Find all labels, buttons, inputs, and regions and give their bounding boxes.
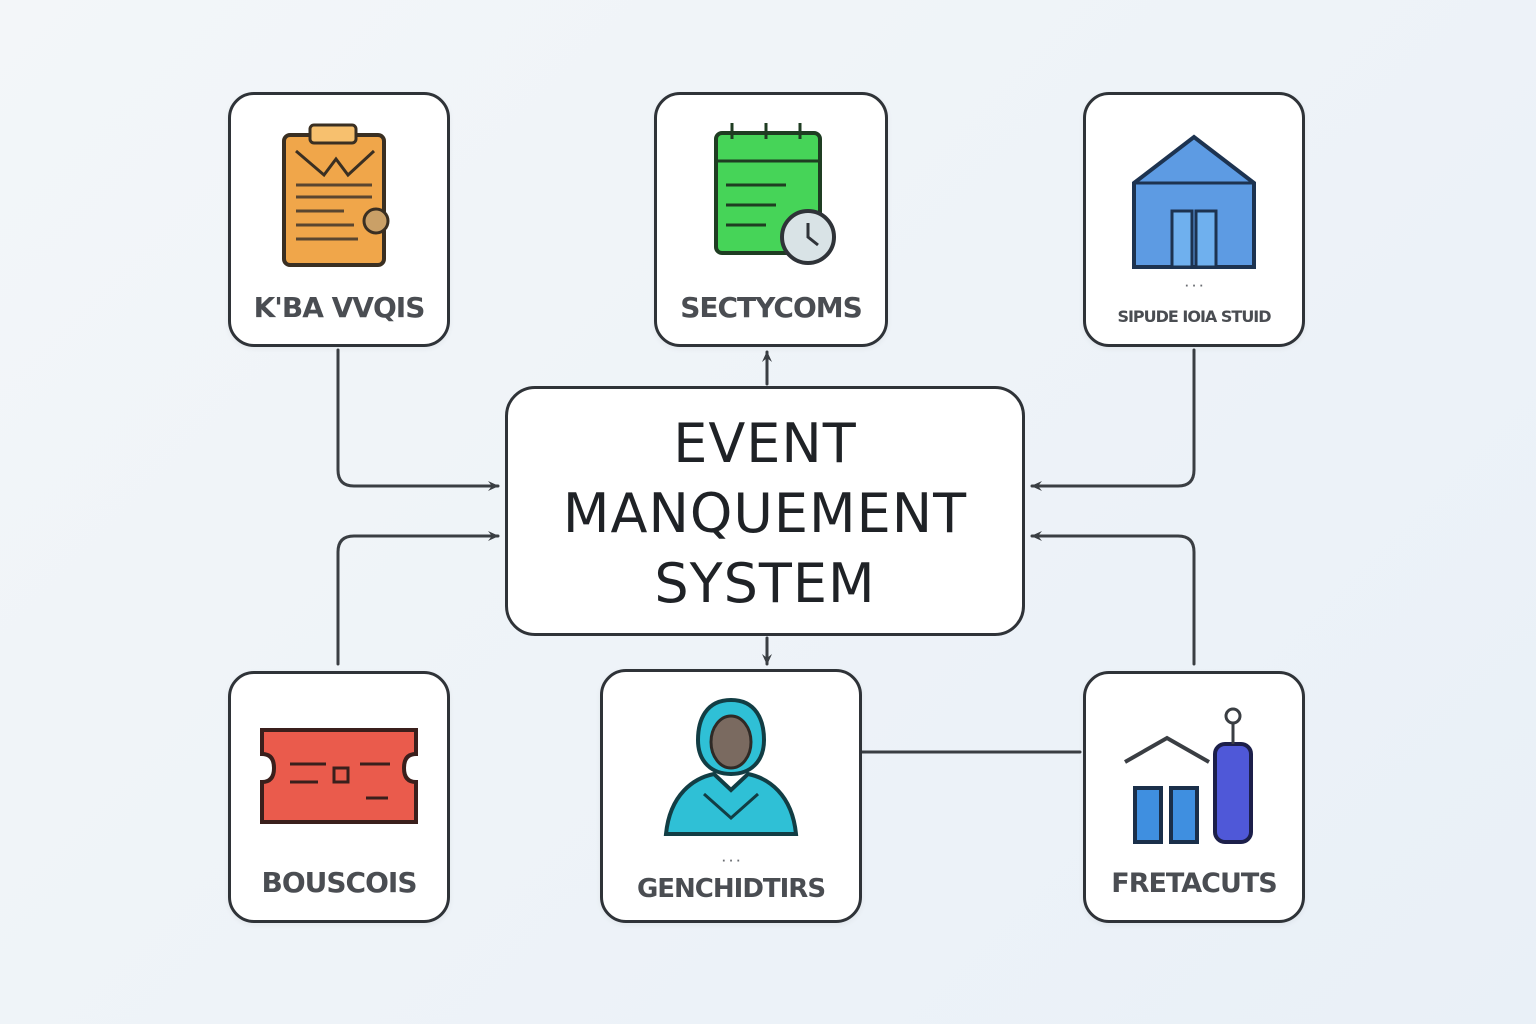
node-bottom-left: BOUSCOIS bbox=[228, 671, 450, 923]
person-icon bbox=[663, 697, 799, 836]
connector-top-right bbox=[1030, 348, 1196, 491]
connector-bottom-right bbox=[1030, 531, 1196, 666]
node-top-right-label: SIPUDE IOIA STUID bbox=[1117, 307, 1271, 326]
calendar-clock-icon bbox=[714, 123, 836, 265]
node-bottom-center-caption: · · · bbox=[721, 856, 741, 867]
node-bottom-center-label: GENCHIDTIRS bbox=[636, 874, 826, 904]
center-title-line-1: EVENT bbox=[673, 412, 857, 475]
node-top-left-label: K'BA VVQIS bbox=[253, 291, 426, 324]
center-title-line-2: MANQUEMENT bbox=[562, 482, 968, 545]
node-bottom-right-label: FRETACUTS bbox=[1111, 868, 1278, 899]
center-system-box: EVENT MANQUEMENT SYSTEM bbox=[505, 386, 1025, 636]
clipboard-icon bbox=[282, 123, 390, 267]
node-top-center-label: SECTYCOMS bbox=[680, 291, 863, 324]
center-title-line-3: SYSTEM bbox=[654, 552, 876, 615]
node-top-right-caption: · · · bbox=[1184, 281, 1204, 292]
venue-house-icon bbox=[1132, 134, 1256, 269]
node-top-left: K'BA VVQIS bbox=[228, 92, 450, 347]
node-bottom-center: · · · GENCHIDTIRS bbox=[600, 669, 862, 923]
node-top-right: · · · SIPUDE IOIA STUID bbox=[1083, 92, 1305, 347]
node-bottom-left-label: BOUSCOIS bbox=[261, 866, 418, 899]
buildings-icon bbox=[1124, 707, 1253, 844]
connector-bottom-left bbox=[336, 531, 500, 666]
connector-top-left bbox=[336, 348, 500, 491]
node-top-center: SECTYCOMS bbox=[654, 92, 888, 347]
ticket-icon bbox=[260, 728, 418, 824]
node-bottom-right: FRETACUTS bbox=[1083, 671, 1305, 923]
